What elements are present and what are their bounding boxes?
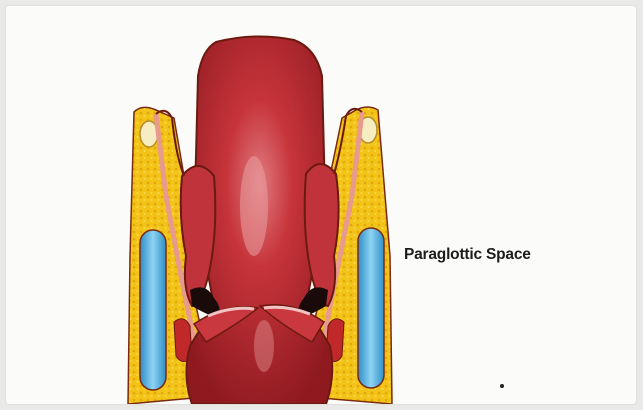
stray-dot — [500, 384, 504, 388]
right-muscle-blue — [358, 228, 384, 388]
paraglottic-space-label: Paraglottic Space — [404, 246, 531, 264]
diagram-card: Paraglottic Space — [6, 6, 636, 404]
larynx-cross-section-illustration — [6, 6, 636, 404]
left-muscle-blue — [140, 230, 166, 390]
